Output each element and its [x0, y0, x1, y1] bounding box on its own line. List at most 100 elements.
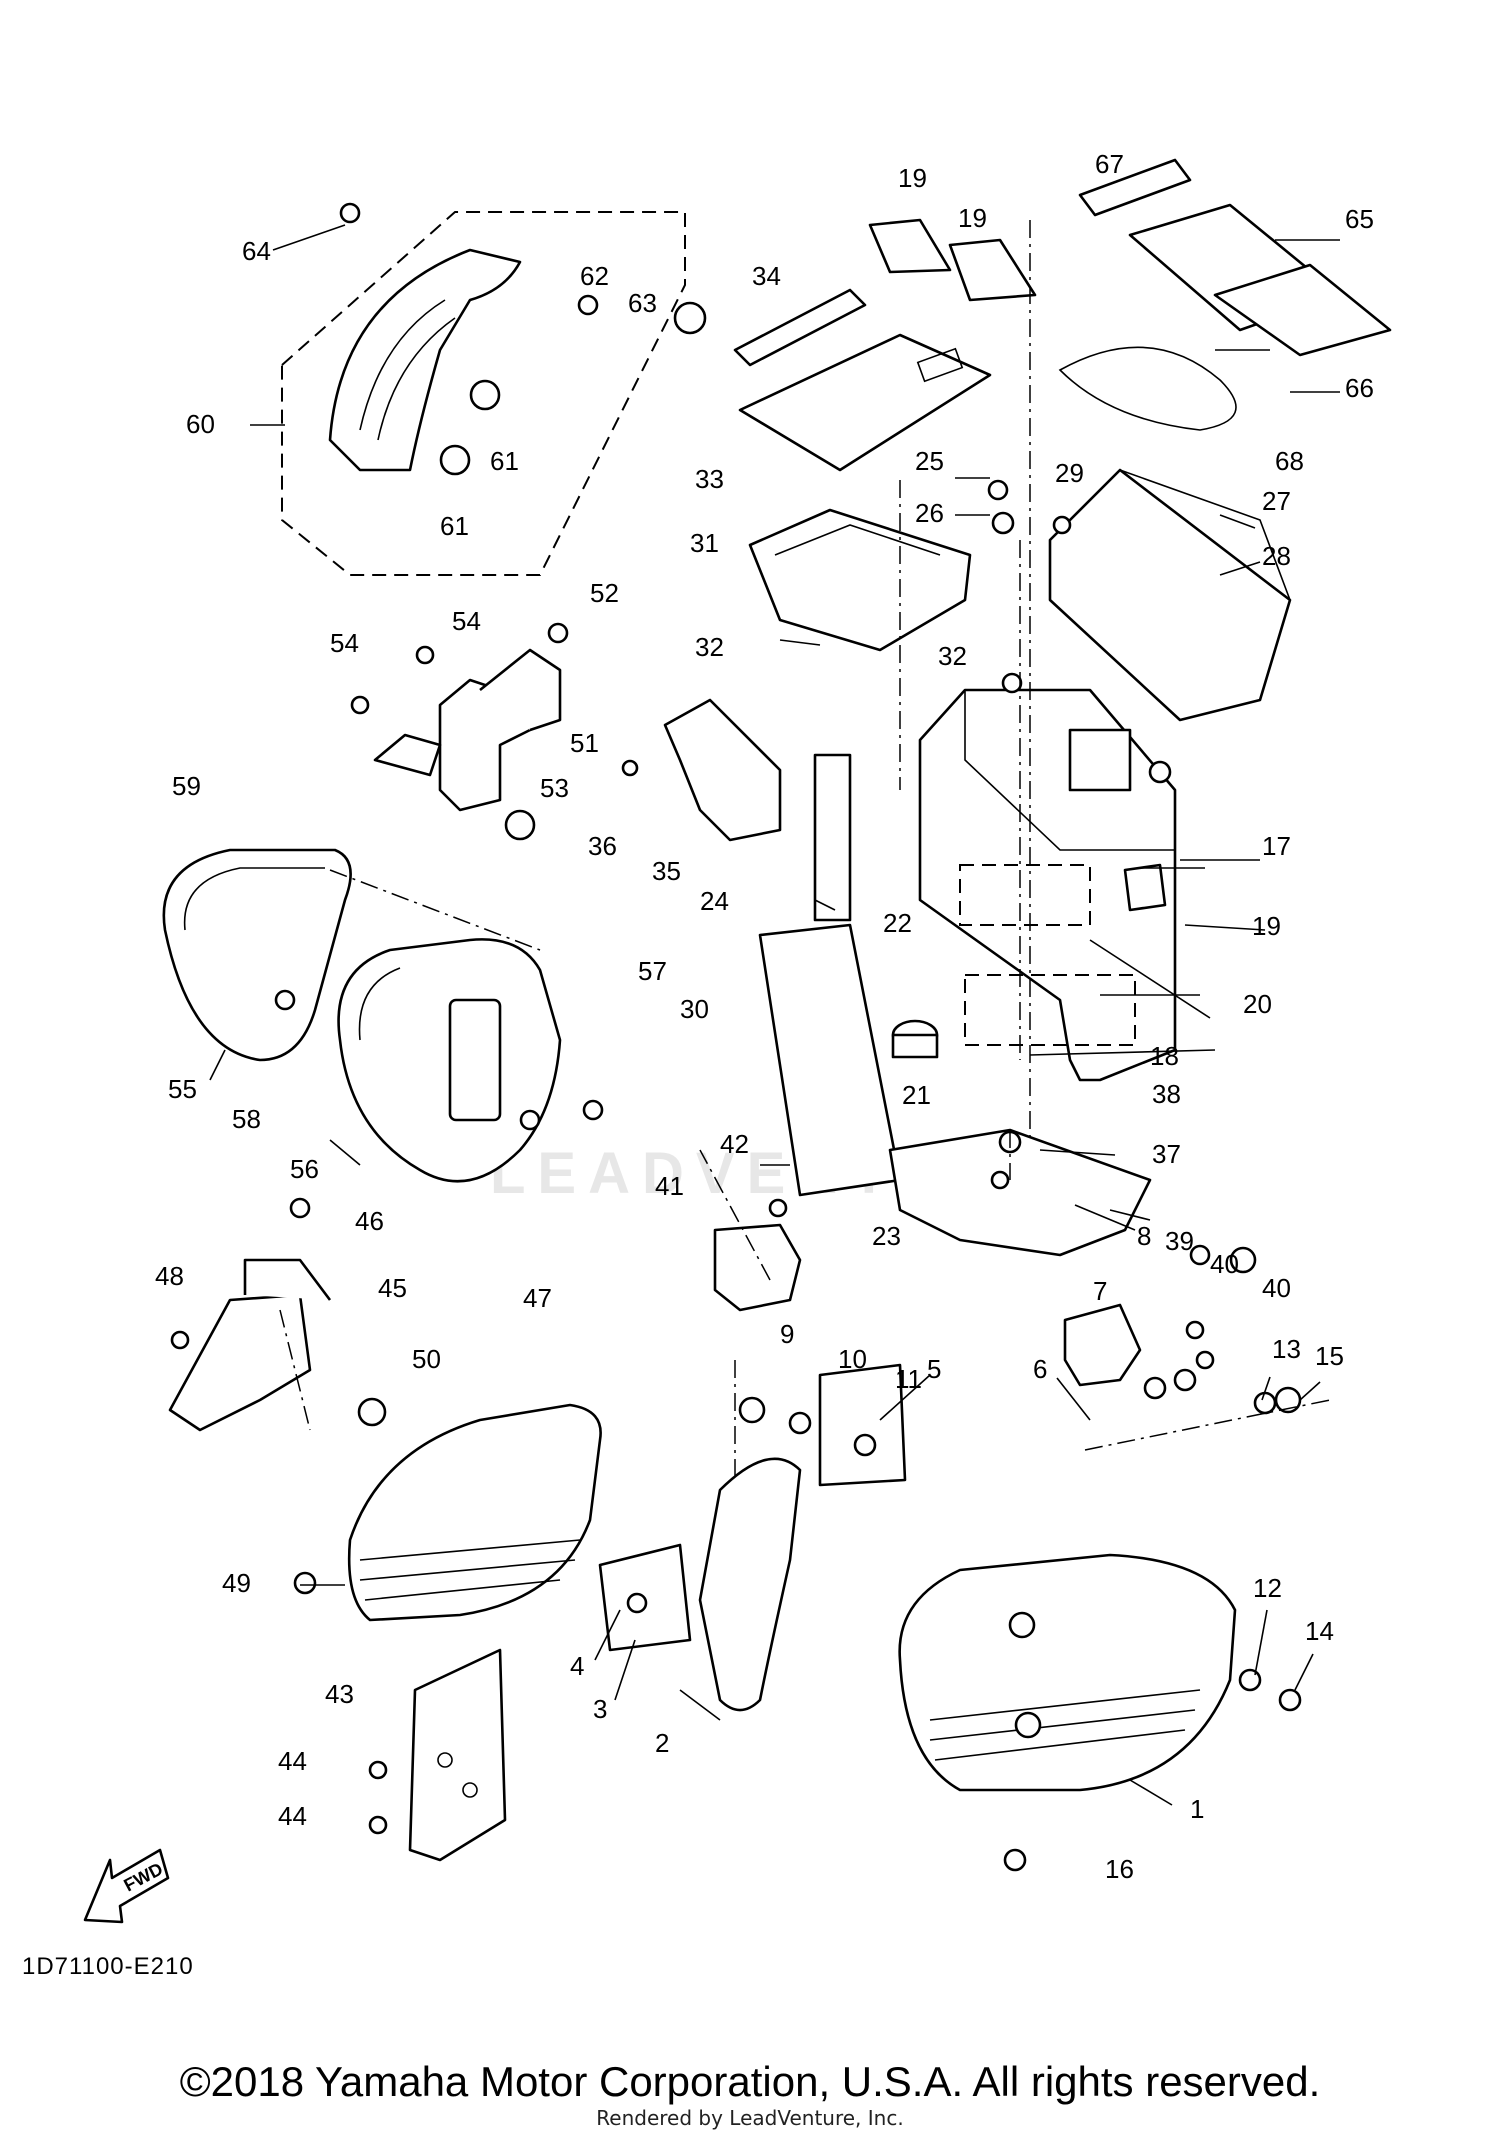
callout-17: 17 — [1262, 831, 1291, 861]
callout-46: 46 — [355, 1206, 384, 1236]
callout-38: 38 — [1152, 1079, 1181, 1109]
callout-57: 57 — [638, 956, 667, 986]
callout-39: 39 — [1165, 1226, 1194, 1256]
strap-34 — [733, 288, 867, 367]
callout-61-a: 61 — [490, 446, 519, 476]
callout-63: 63 — [628, 288, 657, 318]
bracket-39 — [1063, 1303, 1215, 1387]
callout-37: 37 — [1152, 1139, 1181, 1169]
callout-68: 68 — [1275, 446, 1304, 476]
grommet-21 — [891, 1019, 939, 1059]
sheet-23 — [888, 1128, 1152, 1257]
callout-29: 29 — [1055, 458, 1084, 488]
callout-44-a: 44 — [278, 1746, 307, 1776]
callout-44-b: 44 — [278, 1801, 307, 1831]
callout-6: 6 — [1033, 1354, 1047, 1384]
callout-labels: 1 2 3 4 5 6 7 8 9 10 11 12 13 14 15 16 1… — [155, 149, 1374, 1884]
forward-arrow: FWD — [83, 1848, 170, 1924]
callout-9: 9 — [780, 1319, 794, 1349]
callout-67: 67 — [1095, 149, 1124, 179]
callout-20: 20 — [1243, 989, 1272, 1019]
callout-55: 55 — [168, 1074, 197, 1104]
side-cover-56 — [337, 938, 562, 1183]
callout-56: 56 — [290, 1154, 319, 1184]
bracket-45 — [168, 1258, 387, 1432]
callout-14: 14 — [1305, 1616, 1334, 1646]
callout-19-c: 19 — [1252, 911, 1281, 941]
callout-32-b: 32 — [938, 641, 967, 671]
rendered-by-notice: Rendered by LeadVenture, Inc. — [596, 2106, 904, 2130]
callout-49: 49 — [222, 1568, 251, 1598]
callout-26: 26 — [915, 498, 944, 528]
tool-bag-65-66 — [1058, 158, 1392, 431]
callout-28: 28 — [1262, 541, 1291, 571]
callout-18: 18 — [1150, 1041, 1179, 1071]
callout-53: 53 — [540, 773, 569, 803]
bracket-43 — [368, 1648, 507, 1862]
bracket-assembly-51 — [350, 622, 569, 841]
callout-32-a: 32 — [695, 632, 724, 662]
callout-33: 33 — [695, 464, 724, 494]
callout-8: 8 — [1137, 1221, 1151, 1251]
callout-1: 1 — [1190, 1794, 1204, 1824]
callout-24: 24 — [700, 886, 729, 916]
battery-box-17 — [918, 672, 1177, 1082]
callout-23: 23 — [872, 1221, 901, 1251]
fastener-set — [289, 479, 1302, 1872]
callout-7: 7 — [1093, 1276, 1107, 1306]
callout-52: 52 — [590, 578, 619, 608]
callout-3: 3 — [593, 1694, 607, 1724]
callout-62: 62 — [580, 261, 609, 291]
callout-31: 31 — [690, 528, 719, 558]
leader-lines — [209, 224, 1340, 1806]
callout-66: 66 — [1345, 373, 1374, 403]
callout-40-b: 40 — [1262, 1273, 1291, 1303]
callout-21: 21 — [902, 1080, 931, 1110]
callout-34: 34 — [752, 261, 781, 291]
copyright-notice: ©2018 Yamaha Motor Corporation, U.S.A. A… — [179, 2058, 1321, 2105]
bracket-41 — [713, 1198, 802, 1312]
callout-61-b: 61 — [440, 511, 469, 541]
battery-tray-31 — [748, 508, 972, 652]
pads-19 — [868, 218, 1167, 912]
callout-35: 35 — [652, 856, 681, 886]
callout-2: 2 — [655, 1728, 669, 1758]
callout-11: 11 — [895, 1364, 922, 1394]
callout-36: 36 — [588, 831, 617, 861]
callout-4: 4 — [570, 1651, 584, 1681]
side-cover-1 — [898, 1553, 1302, 1792]
side-cover-55 — [162, 848, 352, 1062]
callout-50: 50 — [412, 1344, 441, 1374]
callout-5: 5 — [927, 1354, 941, 1384]
callout-10: 10 — [838, 1344, 867, 1374]
tool-tray-28 — [1048, 468, 1292, 722]
callout-45: 45 — [378, 1273, 407, 1303]
callout-65: 65 — [1345, 204, 1374, 234]
callout-59: 59 — [172, 771, 201, 801]
diagram-code: 1D71100-E210 — [22, 1953, 194, 1980]
callout-19-b: 19 — [958, 203, 987, 233]
callout-13: 13 — [1272, 1334, 1301, 1364]
alignment-lines — [279, 220, 1331, 1480]
callout-15: 15 — [1315, 1341, 1344, 1371]
callout-43: 43 — [325, 1679, 354, 1709]
callout-42: 42 — [720, 1129, 749, 1159]
callout-41: 41 — [655, 1171, 684, 1201]
callout-54-b: 54 — [330, 628, 359, 658]
callout-30: 30 — [680, 994, 709, 1024]
callout-60: 60 — [186, 409, 215, 439]
callout-64: 64 — [242, 236, 271, 266]
side-cover-kit-group — [281, 202, 707, 576]
callout-27: 27 — [1262, 486, 1291, 516]
plate-33 — [738, 333, 992, 472]
callout-51: 51 — [570, 728, 599, 758]
callout-22: 22 — [883, 908, 912, 938]
callout-48: 48 — [155, 1261, 184, 1291]
callout-19-a: 19 — [898, 163, 927, 193]
callout-16: 16 — [1105, 1854, 1134, 1884]
callout-54-a: 54 — [452, 606, 481, 636]
callout-58: 58 — [232, 1104, 261, 1134]
callout-47: 47 — [523, 1283, 552, 1313]
callout-25: 25 — [915, 446, 944, 476]
